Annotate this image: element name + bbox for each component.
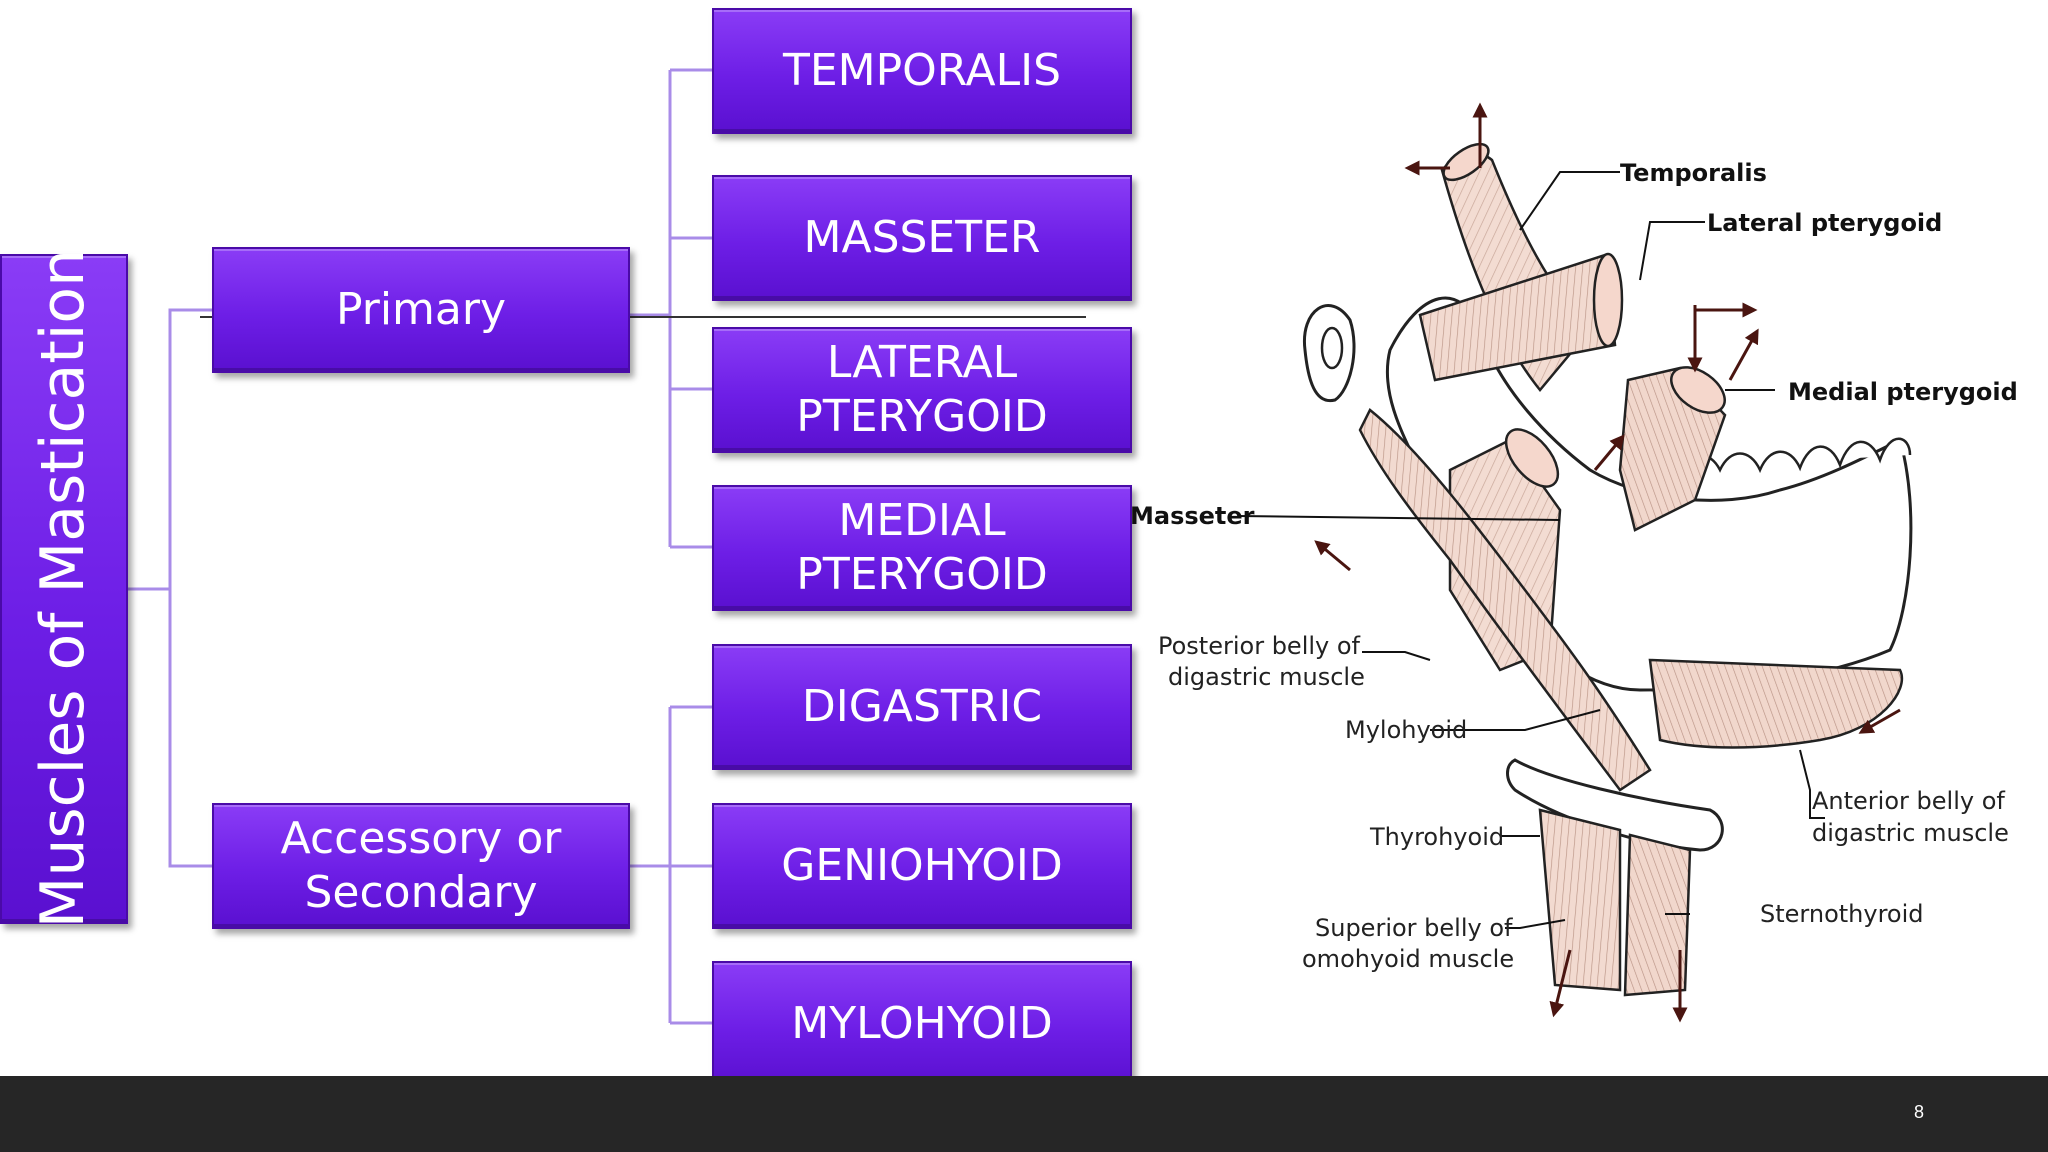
label-omohyoid-2: omohyoid muscle — [1302, 945, 1514, 973]
group-primary-label: Primary — [335, 284, 507, 336]
leaf-mylohyoid-label: MYLOHYOID — [791, 998, 1053, 1050]
page-number: 8 — [1913, 1102, 1924, 1122]
leaf-lateral-pterygoid-label: LATERAL PTERYGOID — [796, 337, 1048, 442]
label-lateral-pterygoid: Lateral pterygoid — [1707, 209, 1942, 237]
slide-footer: 8 — [0, 1076, 2048, 1152]
group-accessory: Accessory or Secondary — [212, 803, 630, 929]
jaw-muscles-illustration: Temporalis Lateral pterygoid Medial pter… — [1130, 102, 2018, 1023]
leaf-temporalis-label: TEMPORALIS — [782, 45, 1062, 97]
leaf-geniohyoid: GENIOHYOID — [712, 803, 1132, 929]
leaf-lateral-pterygoid: LATERAL PTERYGOID — [712, 327, 1132, 453]
label-thyrohyoid: Thyrohyoid — [1369, 823, 1504, 851]
label-temporalis: Temporalis — [1620, 159, 1767, 187]
root-muscles-of-mastication: Muscles of Mastication — [0, 249, 128, 929]
leaf-medial-pterygoid-label: MEDIAL PTERYGOID — [796, 495, 1048, 600]
root-label: Muscles of Mastication — [28, 249, 99, 929]
group-primary: Primary — [212, 247, 630, 373]
label-anterior-digastric-2: digastric muscle — [1812, 819, 2009, 847]
leaf-medial-pterygoid: MEDIAL PTERYGOID — [712, 485, 1132, 611]
label-posterior-digastric-1: Posterior belly of — [1158, 632, 1361, 660]
label-posterior-digastric-2: digastric muscle — [1168, 663, 1365, 691]
label-omohyoid-1: Superior belly of — [1315, 914, 1513, 942]
label-anterior-digastric-1: Anterior belly of — [1812, 787, 2005, 815]
leaf-geniohyoid-label: GENIOHYOID — [781, 840, 1063, 892]
leaf-masseter-label: MASSETER — [803, 212, 1041, 264]
leaf-mylohyoid: MYLOHYOID — [712, 961, 1132, 1087]
leaf-digastric-label: DIGASTRIC — [801, 681, 1043, 733]
leaf-temporalis: TEMPORALIS — [712, 8, 1132, 134]
label-sternothyroid: Sternothyroid — [1760, 900, 1924, 928]
label-masseter: Masseter — [1130, 502, 1255, 530]
leaf-digastric: DIGASTRIC — [712, 644, 1132, 770]
leaf-masseter: MASSETER — [712, 175, 1132, 301]
label-medial-pterygoid: Medial pterygoid — [1788, 378, 2018, 406]
label-mylohyoid: Mylohyoid — [1345, 716, 1467, 744]
group-accessory-label: Accessory or Secondary — [280, 813, 562, 918]
